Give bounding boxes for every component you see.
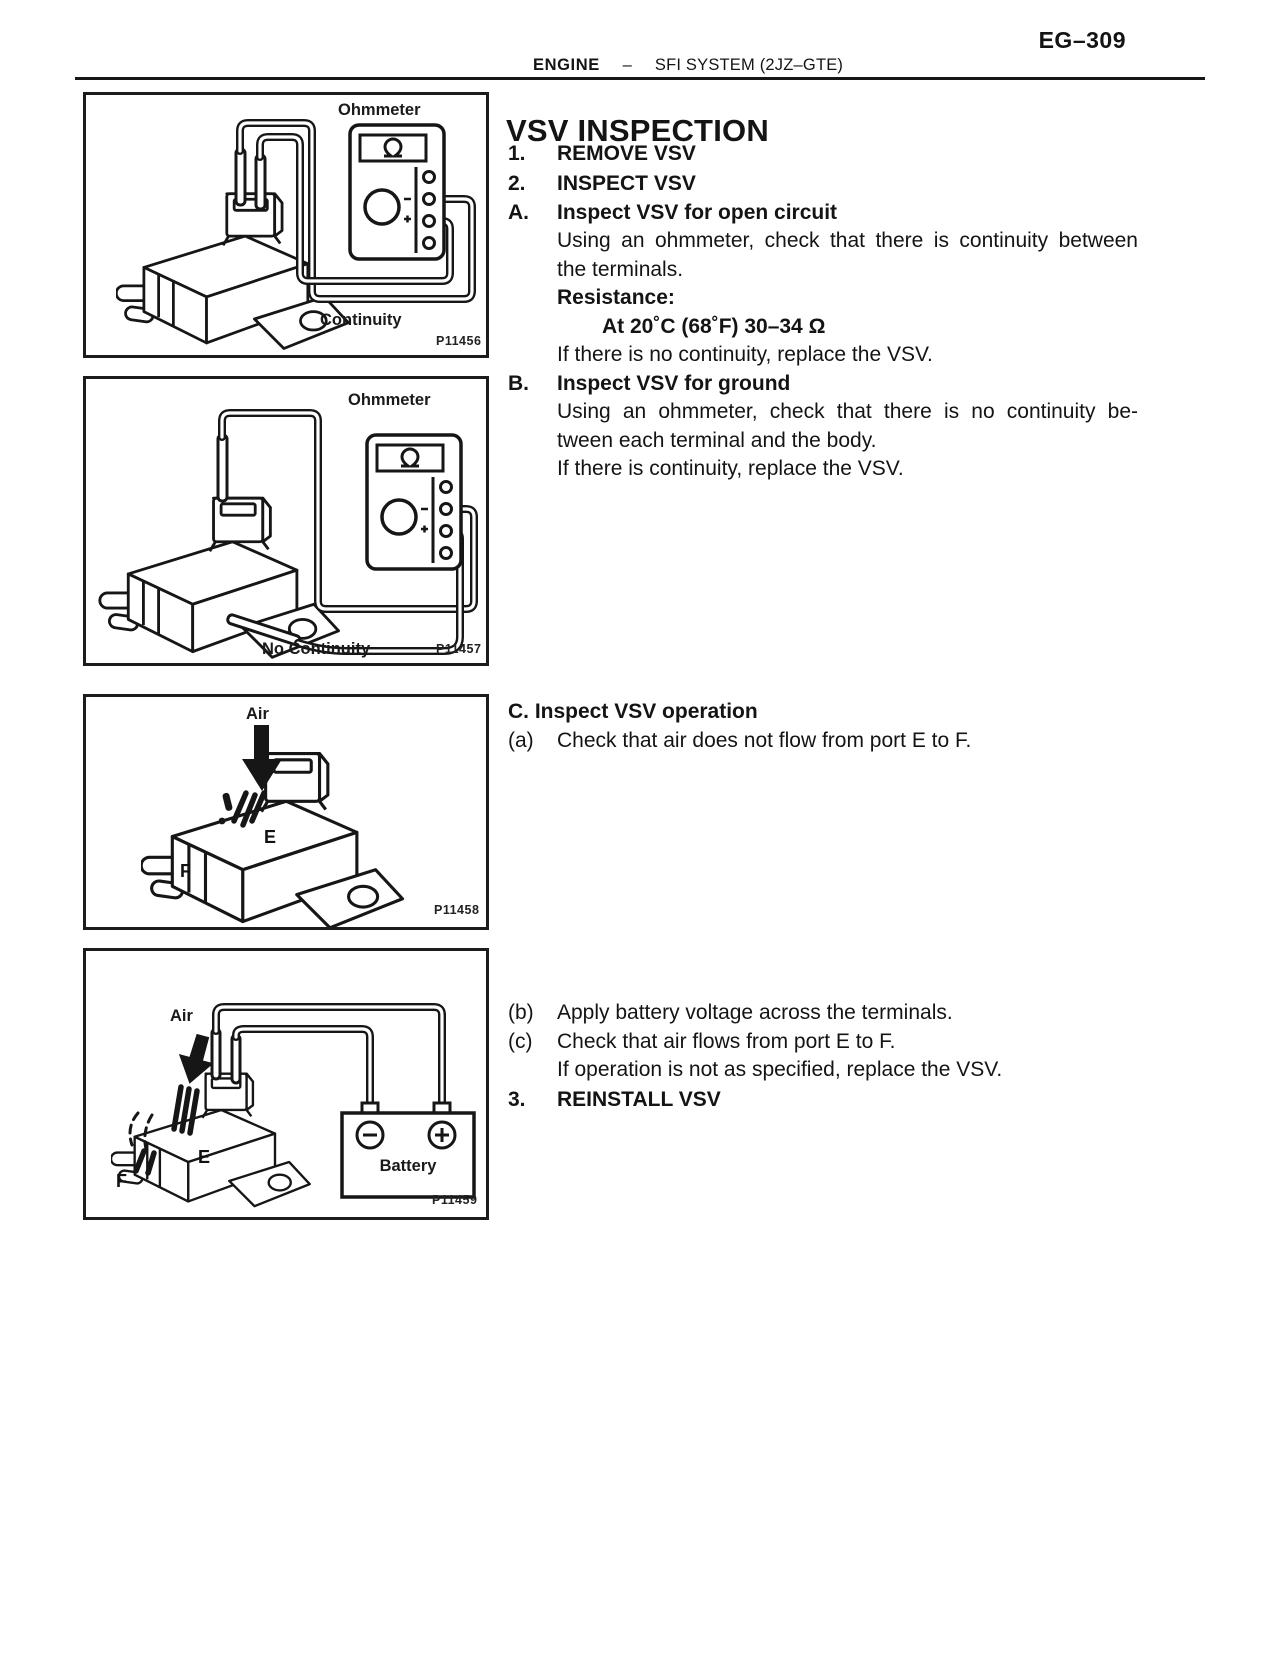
resistance-heading: Resistance: [557, 286, 675, 309]
substep-c-item-c: (c) Check that air flows from port E to … [508, 1028, 1138, 1057]
vsv-illustration [111, 1072, 311, 1208]
figure-caption: Continuity [320, 311, 402, 329]
chapter-header: ENGINE – SFI SYSTEM (2JZ–GTE) [533, 56, 843, 75]
ground-test-illustration [98, 409, 478, 659]
port-e-label: E [264, 827, 277, 847]
battery-illustration [340, 1101, 476, 1199]
ohmmeter-label: Ohmmeter [348, 391, 431, 409]
ohmmeter-illustration [348, 123, 446, 261]
step-1: 1. REMOVE VSV [508, 140, 1138, 169]
battery-lead-wires [212, 1003, 446, 1112]
substep-b-title: Inspect VSV for ground [557, 372, 791, 395]
substep-a-letter: A. [508, 201, 529, 224]
battery-minus-icon [355, 1120, 385, 1150]
figure-ground-test: Ohmmeter No Continuity P11457 [83, 376, 489, 666]
substep-c-note: If operation is not as specified, replac… [557, 1058, 1003, 1081]
paragraph-line: tween each terminal and the body. [557, 428, 877, 452]
chapter-subsection: SFI SYSTEM (2JZ–GTE) [654, 56, 844, 74]
substep-c-item-b: (b) Apply battery voltage across the ter… [508, 999, 1138, 1028]
item-b-text: Apply battery voltage across the termina… [557, 1001, 953, 1024]
step-2: 2. INSPECT VSV [508, 170, 1138, 199]
substep-b-heading: B. Inspect VSV for ground [508, 370, 1138, 399]
air-out-puffs-icon [128, 1111, 157, 1176]
step-2-text: INSPECT VSV [557, 172, 696, 195]
resistance-spec: At 20˚C (68˚F) 30–34 Ω [602, 315, 826, 338]
air-arrow-icon [218, 725, 282, 828]
figure-code: P11456 [436, 334, 482, 348]
figure-caption: No Continuity [262, 640, 371, 658]
item-c-marker: (c) [508, 1030, 533, 1053]
port-f-label: F [180, 861, 191, 881]
page-title: VSV INSPECTION [506, 112, 769, 148]
ohmmeter-label: Ohmmeter [338, 101, 421, 119]
air-arrow-icon [171, 1033, 214, 1136]
paragraph-line: Using an ohmmeter, check that there is c… [557, 229, 1138, 252]
figure-airflow-closed-test: Air E F P11458 [83, 694, 489, 930]
header-rule [75, 77, 1205, 80]
airflow-open-illustration [111, 1003, 476, 1208]
chapter-dash: – [622, 56, 633, 74]
substep-b-letter: B. [508, 372, 529, 395]
item-a-text: Check that air does not flow from port E… [557, 729, 972, 752]
paragraph-line: the terminals. [557, 257, 684, 281]
substep-b-note: If there is continuity, replace the VSV. [557, 457, 904, 480]
step-1-number: 1. [508, 142, 526, 165]
page-number: EG–309 [1038, 27, 1126, 53]
air-label: Air [170, 1007, 193, 1025]
substep-a-title: Inspect VSV for open circuit [557, 201, 838, 224]
substep-b-paragraph: Using an ohmmeter, check that there is n… [557, 398, 1138, 455]
test-lead-wires [236, 119, 476, 303]
port-e-label: E [198, 1147, 211, 1167]
step-2-number: 2. [508, 172, 526, 195]
substep-c-heading: C. Inspect VSV operation [508, 700, 758, 723]
item-c-text: Check that air flows from port E to F. [557, 1030, 896, 1053]
item-b-marker: (b) [508, 1001, 534, 1024]
item-a-marker: (a) [508, 729, 534, 752]
step-3: 3. REINSTALL VSV [508, 1086, 1138, 1115]
step-1-text: REMOVE VSV [557, 142, 696, 165]
figure-continuity-test: Ohmmeter Continuity P11456 [83, 92, 489, 358]
substep-a-paragraph: Using an ohmmeter, check that there is c… [557, 227, 1138, 284]
step-3-number: 3. [508, 1088, 526, 1111]
battery-label: Battery [379, 1157, 437, 1175]
air-label: Air [246, 705, 269, 723]
substep-c-item-a: (a) Check that air does not flow from po… [508, 727, 1138, 756]
figure-airflow-open-test: Air E F Battery P11459 [83, 948, 489, 1220]
airflow-closed-illustration [141, 725, 405, 927]
continuity-test-illustration [116, 119, 476, 350]
substep-a-heading: A. Inspect VSV for open circuit [508, 199, 1138, 228]
figure-code: P11459 [432, 1193, 478, 1207]
chapter-section: ENGINE [533, 56, 600, 74]
substep-a-note: If there is no continuity, replace the V… [557, 343, 933, 366]
battery-plus-icon [427, 1120, 457, 1150]
port-f-label: F [116, 1171, 127, 1191]
figure-code: P11458 [434, 903, 480, 917]
step-3-text: REINSTALL VSV [557, 1088, 721, 1111]
ohmmeter-illustration [365, 433, 463, 571]
vsv-illustration [98, 496, 341, 659]
figure-code: P11457 [436, 642, 482, 656]
paragraph-line: Using an ohmmeter, check that there is n… [557, 400, 1138, 423]
